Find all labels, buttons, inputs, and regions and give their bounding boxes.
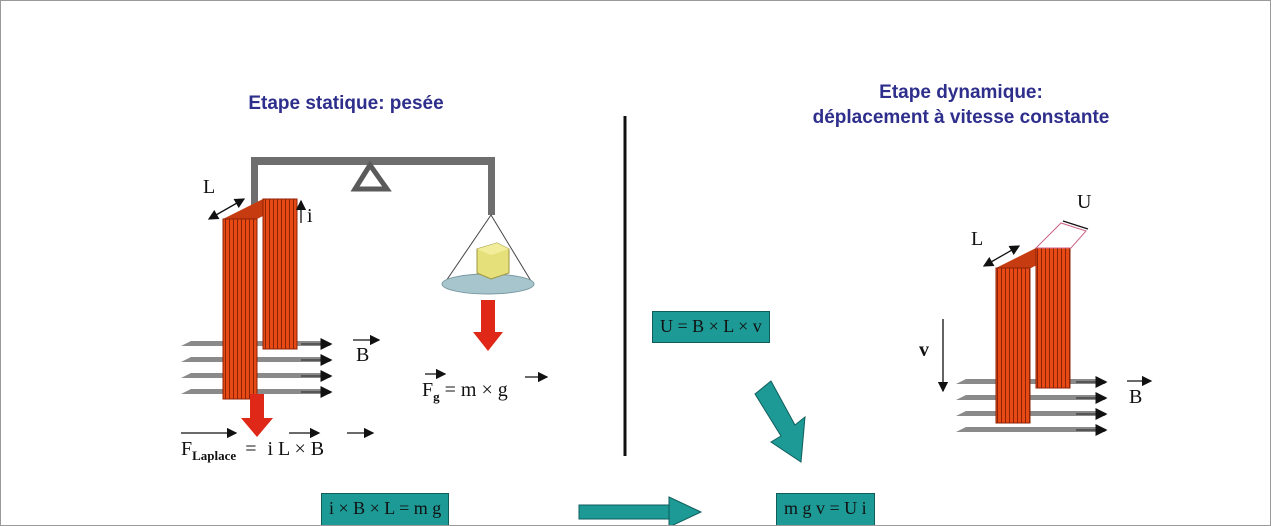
- label-i: i: [307, 205, 313, 227]
- label-b-left: B: [356, 344, 370, 366]
- gravity-arrow: [473, 300, 503, 351]
- gravity-sub: g: [433, 389, 440, 404]
- length-arrow-left: [207, 198, 246, 220]
- coil-left: [222, 198, 298, 400]
- power-box: m g v = U i: [776, 493, 875, 525]
- field-arrows-left: [301, 338, 333, 398]
- right-title-line1: Etape dynamique:: [879, 82, 1043, 103]
- label-v: v: [919, 339, 929, 361]
- gravity-formula: Fg = m × g: [422, 379, 508, 405]
- laplace-rhs: i L × B: [267, 438, 325, 460]
- gravity-f: F: [422, 379, 434, 401]
- voltage-box: U = B × L × v: [652, 311, 770, 343]
- teal-diagonal-arrow: [754, 380, 806, 463]
- label-l-left: L: [203, 176, 216, 198]
- label-b-right: B: [1129, 386, 1143, 408]
- label-l-right: L: [971, 228, 984, 250]
- field-arrows-right: [1076, 376, 1108, 436]
- balance-beam: [251, 157, 495, 215]
- laplace-sub: Laplace: [192, 448, 237, 463]
- force-balance-box: i × B × L = m g: [321, 493, 450, 525]
- laplace-formula: FLaplace = i L × B: [181, 438, 324, 464]
- laplace-force-arrow: [241, 394, 273, 437]
- field-lines-right: [956, 379, 1106, 432]
- voltage-marker: [1062, 220, 1089, 230]
- label-u: U: [1077, 191, 1092, 213]
- laplace-equals: =: [245, 438, 257, 460]
- coil-right: [995, 222, 1087, 424]
- teal-right-arrow: [578, 496, 703, 525]
- gravity-rhs: = m × g: [444, 379, 508, 401]
- laplace-f: F: [181, 438, 193, 460]
- weighing-pan: [441, 214, 535, 295]
- left-title: Etape statique: pesée: [248, 93, 444, 114]
- right-title-line2: déplacement à vitesse constante: [812, 107, 1110, 128]
- length-arrow-right: [982, 245, 1021, 267]
